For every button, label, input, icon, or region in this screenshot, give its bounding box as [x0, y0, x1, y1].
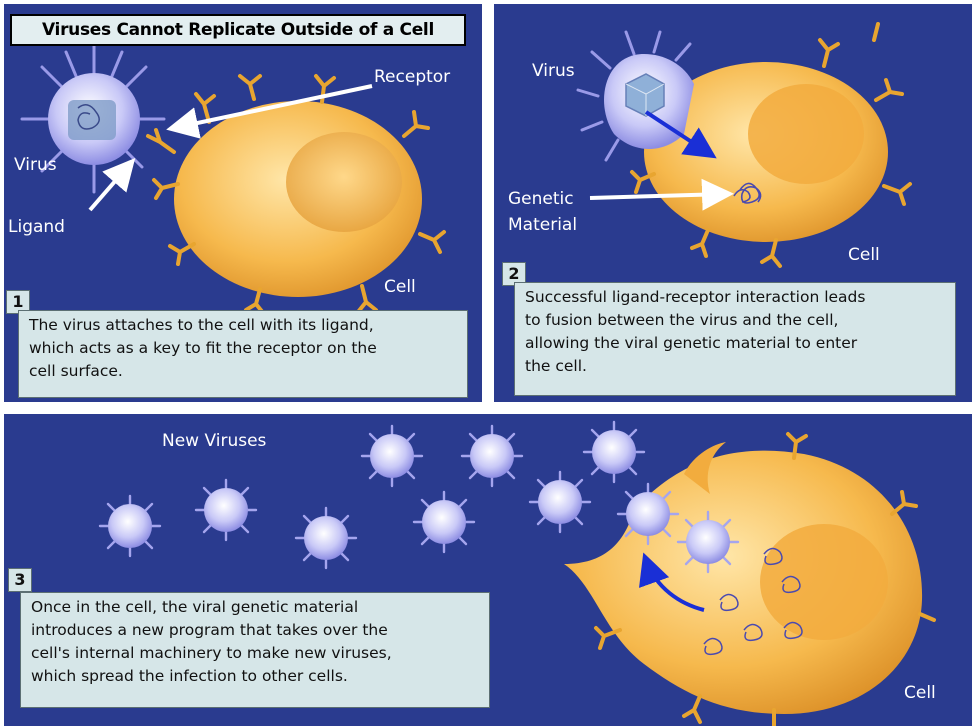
- cell-protrusion: [684, 442, 726, 494]
- virus: [20, 44, 166, 194]
- entry-arrow: [644, 110, 717, 159]
- caption-2-line: allowing the viral genetic material to e…: [525, 334, 858, 352]
- panel-3: New Viruses Cell 3 Once in the cell, the…: [4, 414, 972, 726]
- release-arrow: [639, 552, 705, 612]
- caption-3-line: cell's internal machinery to make new vi…: [31, 644, 392, 662]
- caption-2: Successful ligand-receptor interaction l…: [514, 282, 956, 396]
- step-number-3: 3: [8, 568, 32, 592]
- receptor-arrow: [166, 84, 373, 139]
- new-viruses-label: New Viruses: [162, 431, 267, 451]
- ligand-arrow: [88, 157, 136, 212]
- caption-1-line: cell surface.: [29, 362, 123, 380]
- caption-3-line: which spread the infection to other cell…: [31, 667, 348, 685]
- caption-1-line: The virus attaches to the cell with its …: [29, 316, 374, 334]
- receptors: [594, 432, 936, 726]
- genetic-label-1: Genetic: [508, 189, 574, 209]
- caption-1-line: which acts as a key to fit the receptor …: [29, 339, 377, 357]
- caption-1: The virus attaches to the cell with its …: [18, 310, 468, 398]
- caption-2-line: the cell.: [525, 357, 587, 375]
- caption-3-line: introduces a new program that takes over…: [31, 621, 388, 639]
- genetic-label-2: Material: [508, 215, 578, 235]
- cell-label: Cell: [904, 683, 936, 703]
- nucleus: [760, 524, 888, 640]
- receptor-label: Receptor: [374, 67, 451, 87]
- diagram-title: Viruses Cannot Replicate Outside of a Ce…: [10, 14, 466, 46]
- nucleus: [748, 84, 864, 184]
- panel-3-illustration: [98, 420, 936, 726]
- virus-label: Virus: [14, 155, 57, 175]
- genetic-material: [733, 182, 762, 204]
- nucleus: [286, 132, 402, 232]
- receptors: [630, 22, 912, 268]
- genetic-arrow: [589, 178, 734, 211]
- genetic-material: [703, 547, 803, 656]
- cell-label: Cell: [848, 245, 880, 265]
- caption-2-line: to fusion between the virus and the cell…: [525, 311, 839, 329]
- virus: [576, 30, 694, 162]
- virus-label: Virus: [532, 61, 575, 81]
- ligand-label: Ligand: [8, 217, 65, 237]
- panel-2: Virus Genetic Material Cell 2 Successful…: [494, 4, 972, 402]
- panel-1-illustration: [20, 44, 446, 316]
- caption-2-line: Successful ligand-receptor interaction l…: [525, 288, 866, 306]
- panel-2-illustration: [576, 22, 912, 268]
- panel-1: Viruses Cannot Replicate Outside of a Ce…: [4, 4, 482, 402]
- caption-3: Once in the cell, the viral genetic mate…: [20, 592, 490, 708]
- receptors: [146, 74, 446, 316]
- caption-3-line: Once in the cell, the viral genetic mate…: [31, 598, 359, 616]
- cell-label: Cell: [384, 277, 416, 297]
